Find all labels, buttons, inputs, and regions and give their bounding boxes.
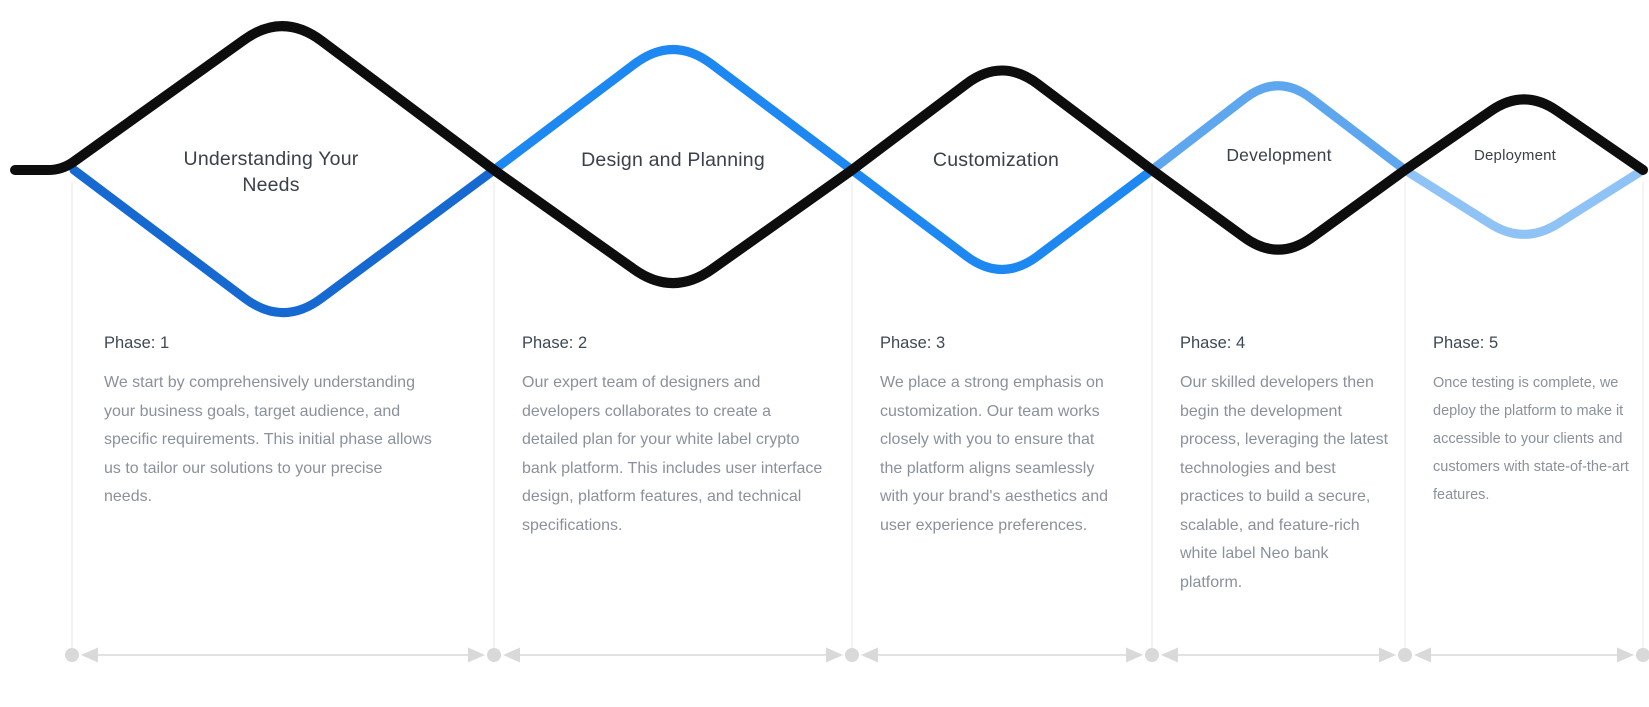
- phase-column: Phase: 1 We start by comprehensively und…: [104, 334, 434, 512]
- phase-title: Development: [1226, 145, 1332, 165]
- phase-label: Phase: 3: [880, 334, 946, 352]
- phase-description: We start by comprehensively understandin…: [104, 374, 432, 505]
- arrowhead-left-icon: [1414, 647, 1431, 663]
- wave-blue-phase4: [1147, 81, 1410, 175]
- phase-column: Phase: 5 Once testing is complete, we de…: [1433, 334, 1629, 509]
- arrowhead-left-icon: [503, 647, 520, 663]
- phase-description: We place a strong emphasis on customizat…: [880, 374, 1109, 534]
- divider-dot: [1398, 648, 1412, 662]
- phase-title: Deployment: [1473, 147, 1557, 164]
- arrowhead-right-icon: [1379, 647, 1396, 663]
- arrowhead-right-icon: [1617, 647, 1634, 663]
- arrowhead-right-icon: [826, 647, 843, 663]
- phase-label: Phase: 2: [522, 334, 588, 352]
- wave-blue-phase2: [489, 44, 857, 175]
- phase-description: Our expert team of designers and develop…: [522, 374, 823, 534]
- divider-dot: [487, 648, 501, 662]
- phase-label: Phase: 4: [1180, 334, 1246, 352]
- phase-column: Phase: 4 Our skilled developers then beg…: [1180, 334, 1392, 597]
- divider-dot: [1145, 648, 1159, 662]
- arrowhead-right-icon: [468, 647, 485, 663]
- phase-column: Phase: 3 We place a strong emphasis on c…: [880, 334, 1120, 540]
- arrowhead-right-icon: [1126, 647, 1143, 663]
- wave-black-line: [10, 21, 1648, 289]
- phase-label: Phase: 1: [104, 334, 170, 352]
- phase-column: Phase: 2 Our expert team of designers an…: [522, 334, 827, 540]
- divider-dot: [1636, 648, 1649, 662]
- wave-blue-phase5: [1400, 165, 1648, 239]
- phase-description: Our skilled developers then begin the de…: [1180, 374, 1389, 591]
- phase-title: Design and Planning: [581, 149, 765, 171]
- divider-dot: [845, 648, 859, 662]
- phase-label: Phase: 5: [1433, 334, 1499, 352]
- wave-blue-phase1: [69, 165, 499, 318]
- divider-dot: [65, 648, 79, 662]
- phase-title: Understanding Your Needs: [183, 148, 359, 196]
- phase-description: Once testing is complete, we deploy the …: [1433, 375, 1629, 503]
- wave-blue-phase3: [847, 165, 1157, 274]
- arrowhead-left-icon: [861, 647, 878, 663]
- arrowhead-left-icon: [1161, 647, 1178, 663]
- arrowhead-left-icon: [81, 647, 98, 663]
- phase-title: Customization: [932, 149, 1060, 171]
